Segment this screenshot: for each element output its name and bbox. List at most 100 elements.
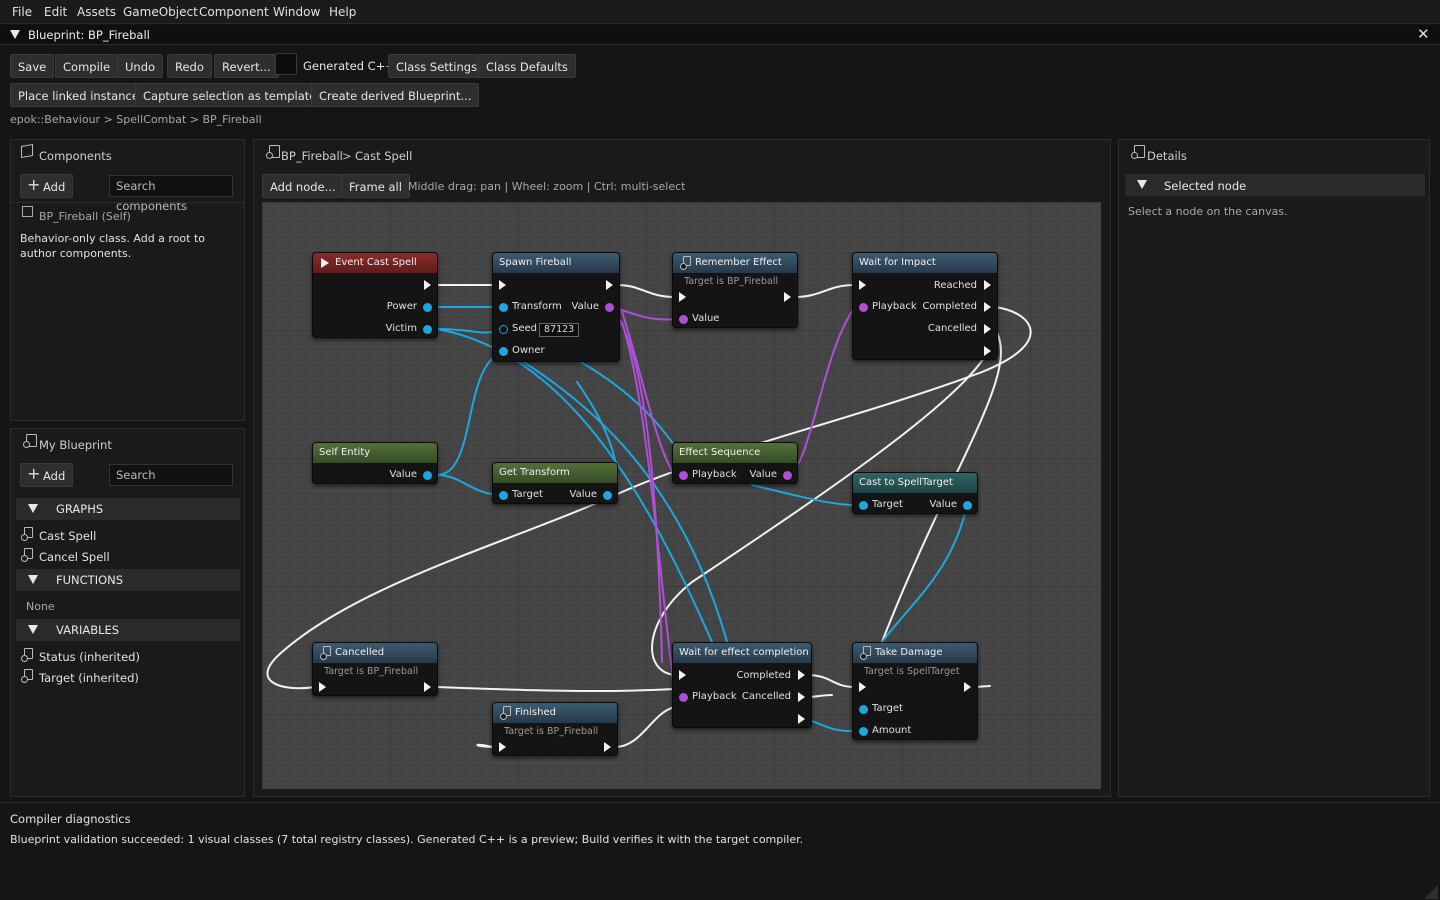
create-derived-blueprint-button[interactable]: Create derived Blueprint... [311, 83, 480, 107]
search-members-input[interactable]: Search [109, 464, 233, 486]
add-member-button[interactable]: + Add [20, 463, 74, 487]
target-pin[interactable] [859, 705, 868, 714]
node-cancelled[interactable]: Cancelled Target is BP_Fireball [312, 642, 438, 696]
close-icon[interactable]: ✕ [1417, 25, 1430, 43]
node-title: Take Damage [875, 647, 943, 658]
exec-in-pin[interactable] [499, 280, 506, 290]
value-out-pin[interactable] [423, 471, 432, 480]
node-wait-for-impact[interactable]: Wait for Impact Reached Playback Complet… [852, 252, 998, 360]
completed-exec-pin[interactable] [798, 670, 805, 680]
playback-pin[interactable] [679, 471, 688, 480]
playback-pin[interactable] [859, 303, 868, 312]
exec-out-pin[interactable] [424, 280, 431, 290]
graphs-section-header[interactable]: GRAPHS [16, 498, 240, 520]
exec-out-pin[interactable] [964, 682, 971, 692]
exec-in-pin[interactable] [859, 280, 866, 290]
pin-label: Cancelled [741, 691, 791, 702]
seed-value-field[interactable]: 87123 [539, 323, 580, 337]
node-get-transform[interactable]: Get Transform Target Value [492, 462, 618, 504]
pin-label: Value [929, 499, 957, 510]
node-title: Self Entity [319, 447, 371, 458]
save-button[interactable]: Save [10, 54, 55, 78]
collapse-icon [28, 625, 38, 634]
exec-in-pin[interactable] [679, 292, 686, 302]
node-remember-effect[interactable]: Remember Effect Target is BP_Fireball Va… [672, 252, 798, 328]
undo-button[interactable]: Undo [117, 54, 164, 78]
menu-gameobject[interactable]: GameObject [123, 5, 198, 19]
graph-crumb-current[interactable]: Cast Spell [355, 149, 413, 163]
selected-node-section-header[interactable]: Selected node [1125, 174, 1425, 196]
node-subtitle: Target is BP_Fireball [324, 666, 419, 677]
exec-in-pin[interactable] [859, 682, 866, 692]
cancelled-exec-pin[interactable] [984, 324, 991, 334]
node-event-cast-spell[interactable]: Event Cast Spell Power Victim [312, 252, 438, 338]
place-linked-instance-button[interactable]: Place linked instance [10, 83, 147, 107]
section-label: GRAPHS [56, 502, 104, 516]
value-out-pin[interactable] [783, 471, 792, 480]
collapse-icon[interactable] [10, 30, 20, 39]
transform-pin[interactable] [499, 303, 508, 312]
node-header: Cast to SpellTarget [853, 473, 977, 493]
node-wait-for-effect-completion[interactable]: Wait for effect completion Completed Pla… [672, 642, 812, 728]
capture-template-button[interactable]: Capture selection as template... [135, 83, 336, 107]
variable-icon [21, 648, 33, 662]
menu-edit[interactable]: Edit [44, 5, 68, 19]
exec-in-pin[interactable] [679, 670, 686, 680]
power-pin[interactable] [423, 303, 432, 312]
reached-exec-pin[interactable] [984, 280, 991, 290]
graph-canvas[interactable]: Event Cast Spell Power Victim Spawn Fire… [262, 202, 1101, 789]
pin-label: Target [872, 499, 903, 510]
value-out-pin[interactable] [603, 491, 612, 500]
amount-pin[interactable] [859, 727, 868, 736]
menu-component[interactable]: Component [199, 5, 269, 19]
node-title: Remember Effect [695, 257, 782, 268]
search-components-input[interactable]: Search components [109, 175, 233, 213]
exec-in-pin[interactable] [499, 742, 506, 752]
exec-out-pin[interactable] [604, 742, 611, 752]
node-cast-to-spelltarget[interactable]: Cast to SpellTarget Target Value [852, 472, 978, 514]
owner-pin[interactable] [499, 347, 508, 356]
exec-out-pin[interactable] [784, 292, 791, 302]
class-defaults-button[interactable]: Class Defaults [478, 54, 576, 78]
seed-pin[interactable] [499, 325, 508, 334]
self-component-item[interactable]: BP_Fireball (Self) [39, 210, 131, 223]
node-self-entity[interactable]: Self Entity Value [312, 442, 438, 484]
exec-out-pin[interactable] [606, 280, 613, 290]
value-in-pin[interactable] [679, 315, 688, 324]
node-finished[interactable]: Finished Target is BP_Fireball [492, 702, 618, 756]
functions-section-header[interactable]: FUNCTIONS [16, 569, 240, 591]
value-out-pin[interactable] [605, 303, 614, 312]
playback-pin[interactable] [679, 693, 688, 702]
cancelled-exec-pin[interactable] [798, 692, 805, 702]
target-pin[interactable] [499, 491, 508, 500]
target-pin[interactable] [859, 501, 868, 510]
node-effect-sequence[interactable]: Effect Sequence Playback Value [672, 442, 798, 484]
class-settings-button[interactable]: Class Settings [388, 54, 486, 78]
value-out-pin[interactable] [963, 501, 972, 510]
add-component-button[interactable]: + Add [20, 174, 74, 198]
graph-crumb-root[interactable]: BP_Fireball [281, 149, 343, 163]
redo-button[interactable]: Redo [167, 54, 212, 78]
victim-pin[interactable] [423, 325, 432, 334]
generated-cpp-checkbox[interactable] [275, 53, 297, 75]
functions-empty-label: None [26, 600, 55, 613]
resize-grip-icon[interactable] [1424, 885, 1438, 899]
node-spawn-fireball[interactable]: Spawn Fireball Transform Value Seed 8712… [492, 252, 620, 362]
pin-label: Target [512, 489, 543, 500]
frame-all-button[interactable]: Frame all [341, 174, 410, 198]
menu-help[interactable]: Help [329, 5, 357, 19]
object-wire [506, 351, 728, 643]
compile-button[interactable]: Compile [55, 54, 119, 78]
exec-in-pin[interactable] [319, 682, 326, 692]
add-node-button[interactable]: Add node... [262, 174, 344, 198]
menu-file[interactable]: File [12, 5, 33, 19]
exec-out-pin[interactable] [424, 682, 431, 692]
menu-assets[interactable]: Assets [77, 5, 117, 19]
variables-section-header[interactable]: VARIABLES [16, 619, 240, 641]
then-exec-pin[interactable] [798, 714, 805, 724]
menu-window[interactable]: Window [273, 5, 321, 19]
then-exec-pin[interactable] [984, 346, 991, 356]
revert-button[interactable]: Revert... [214, 54, 279, 78]
node-take-damage[interactable]: Take Damage Target is SpellTarget Target… [852, 642, 978, 740]
completed-exec-pin[interactable] [984, 302, 991, 312]
